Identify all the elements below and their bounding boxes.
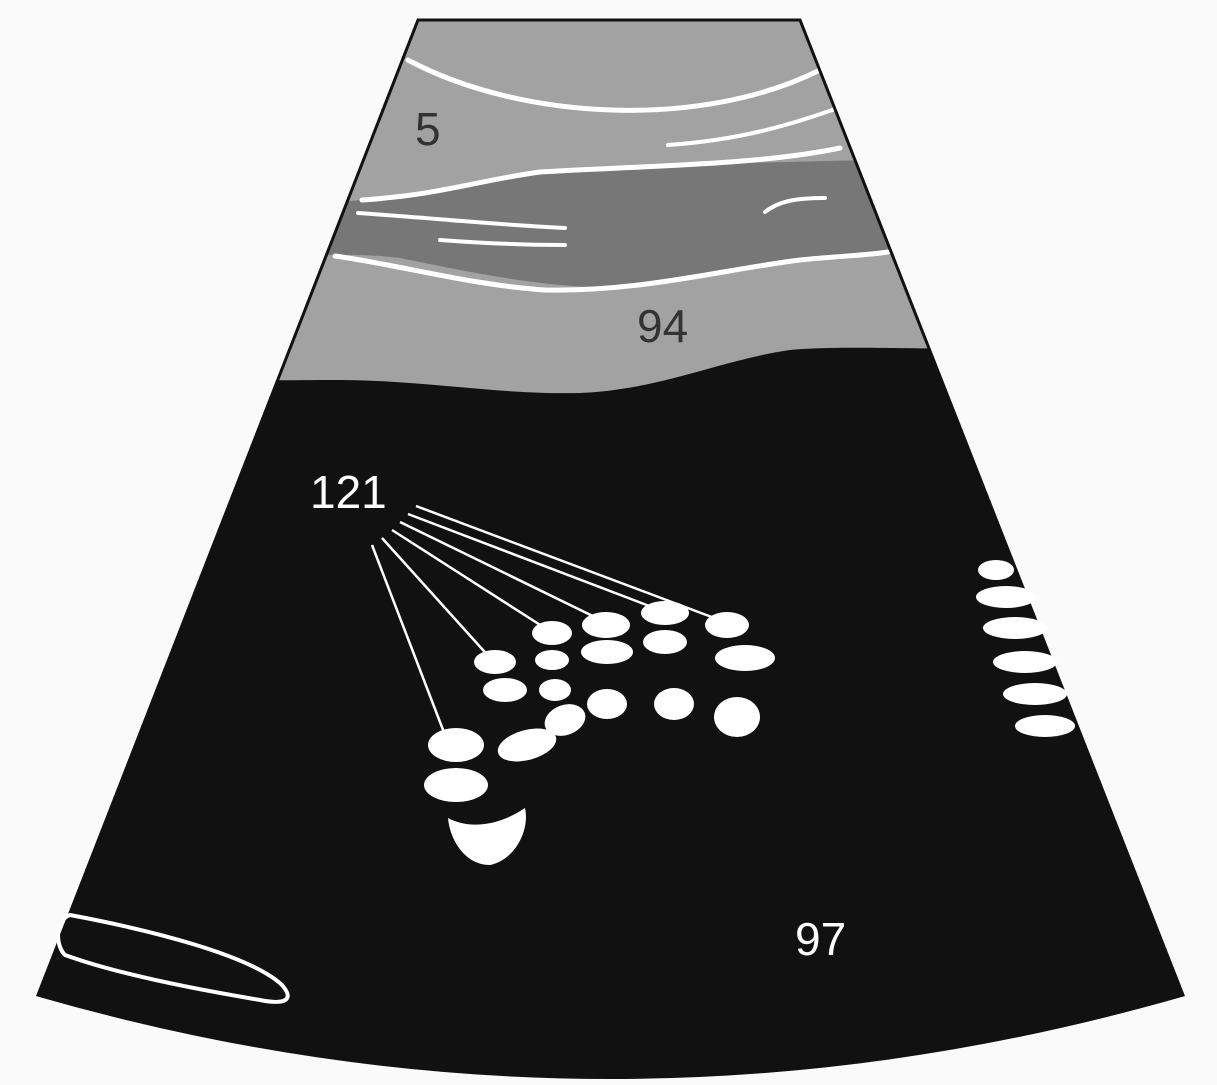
echo-oval [643, 630, 687, 654]
echo-oval [532, 621, 572, 645]
echo-oval [483, 678, 527, 702]
echo-oval [654, 688, 694, 720]
edge-echo-oval [993, 651, 1057, 673]
label-layer-middle: 94 [637, 300, 688, 352]
edge-echo-oval [976, 586, 1036, 608]
edge-echo-oval [978, 560, 1014, 580]
echo-oval [705, 612, 749, 638]
echo-oval [641, 601, 689, 625]
edge-echo-oval [1015, 715, 1075, 737]
label-pointer-group: 121 [310, 466, 387, 518]
echo-oval [587, 689, 627, 719]
label-lower-region: 97 [795, 913, 846, 965]
echo-oval [535, 650, 569, 670]
echo-oval [424, 768, 488, 802]
edge-echo-oval [983, 617, 1047, 639]
echo-oval [715, 645, 775, 671]
label-layer-top: 5 [415, 103, 441, 155]
echo-oval [582, 612, 630, 638]
echo-oval [539, 679, 571, 701]
edge-echo-oval [1003, 683, 1067, 705]
echo-oval [714, 697, 760, 737]
echo-oval [428, 728, 484, 762]
echo-oval [474, 650, 516, 674]
echo-oval [581, 640, 633, 664]
